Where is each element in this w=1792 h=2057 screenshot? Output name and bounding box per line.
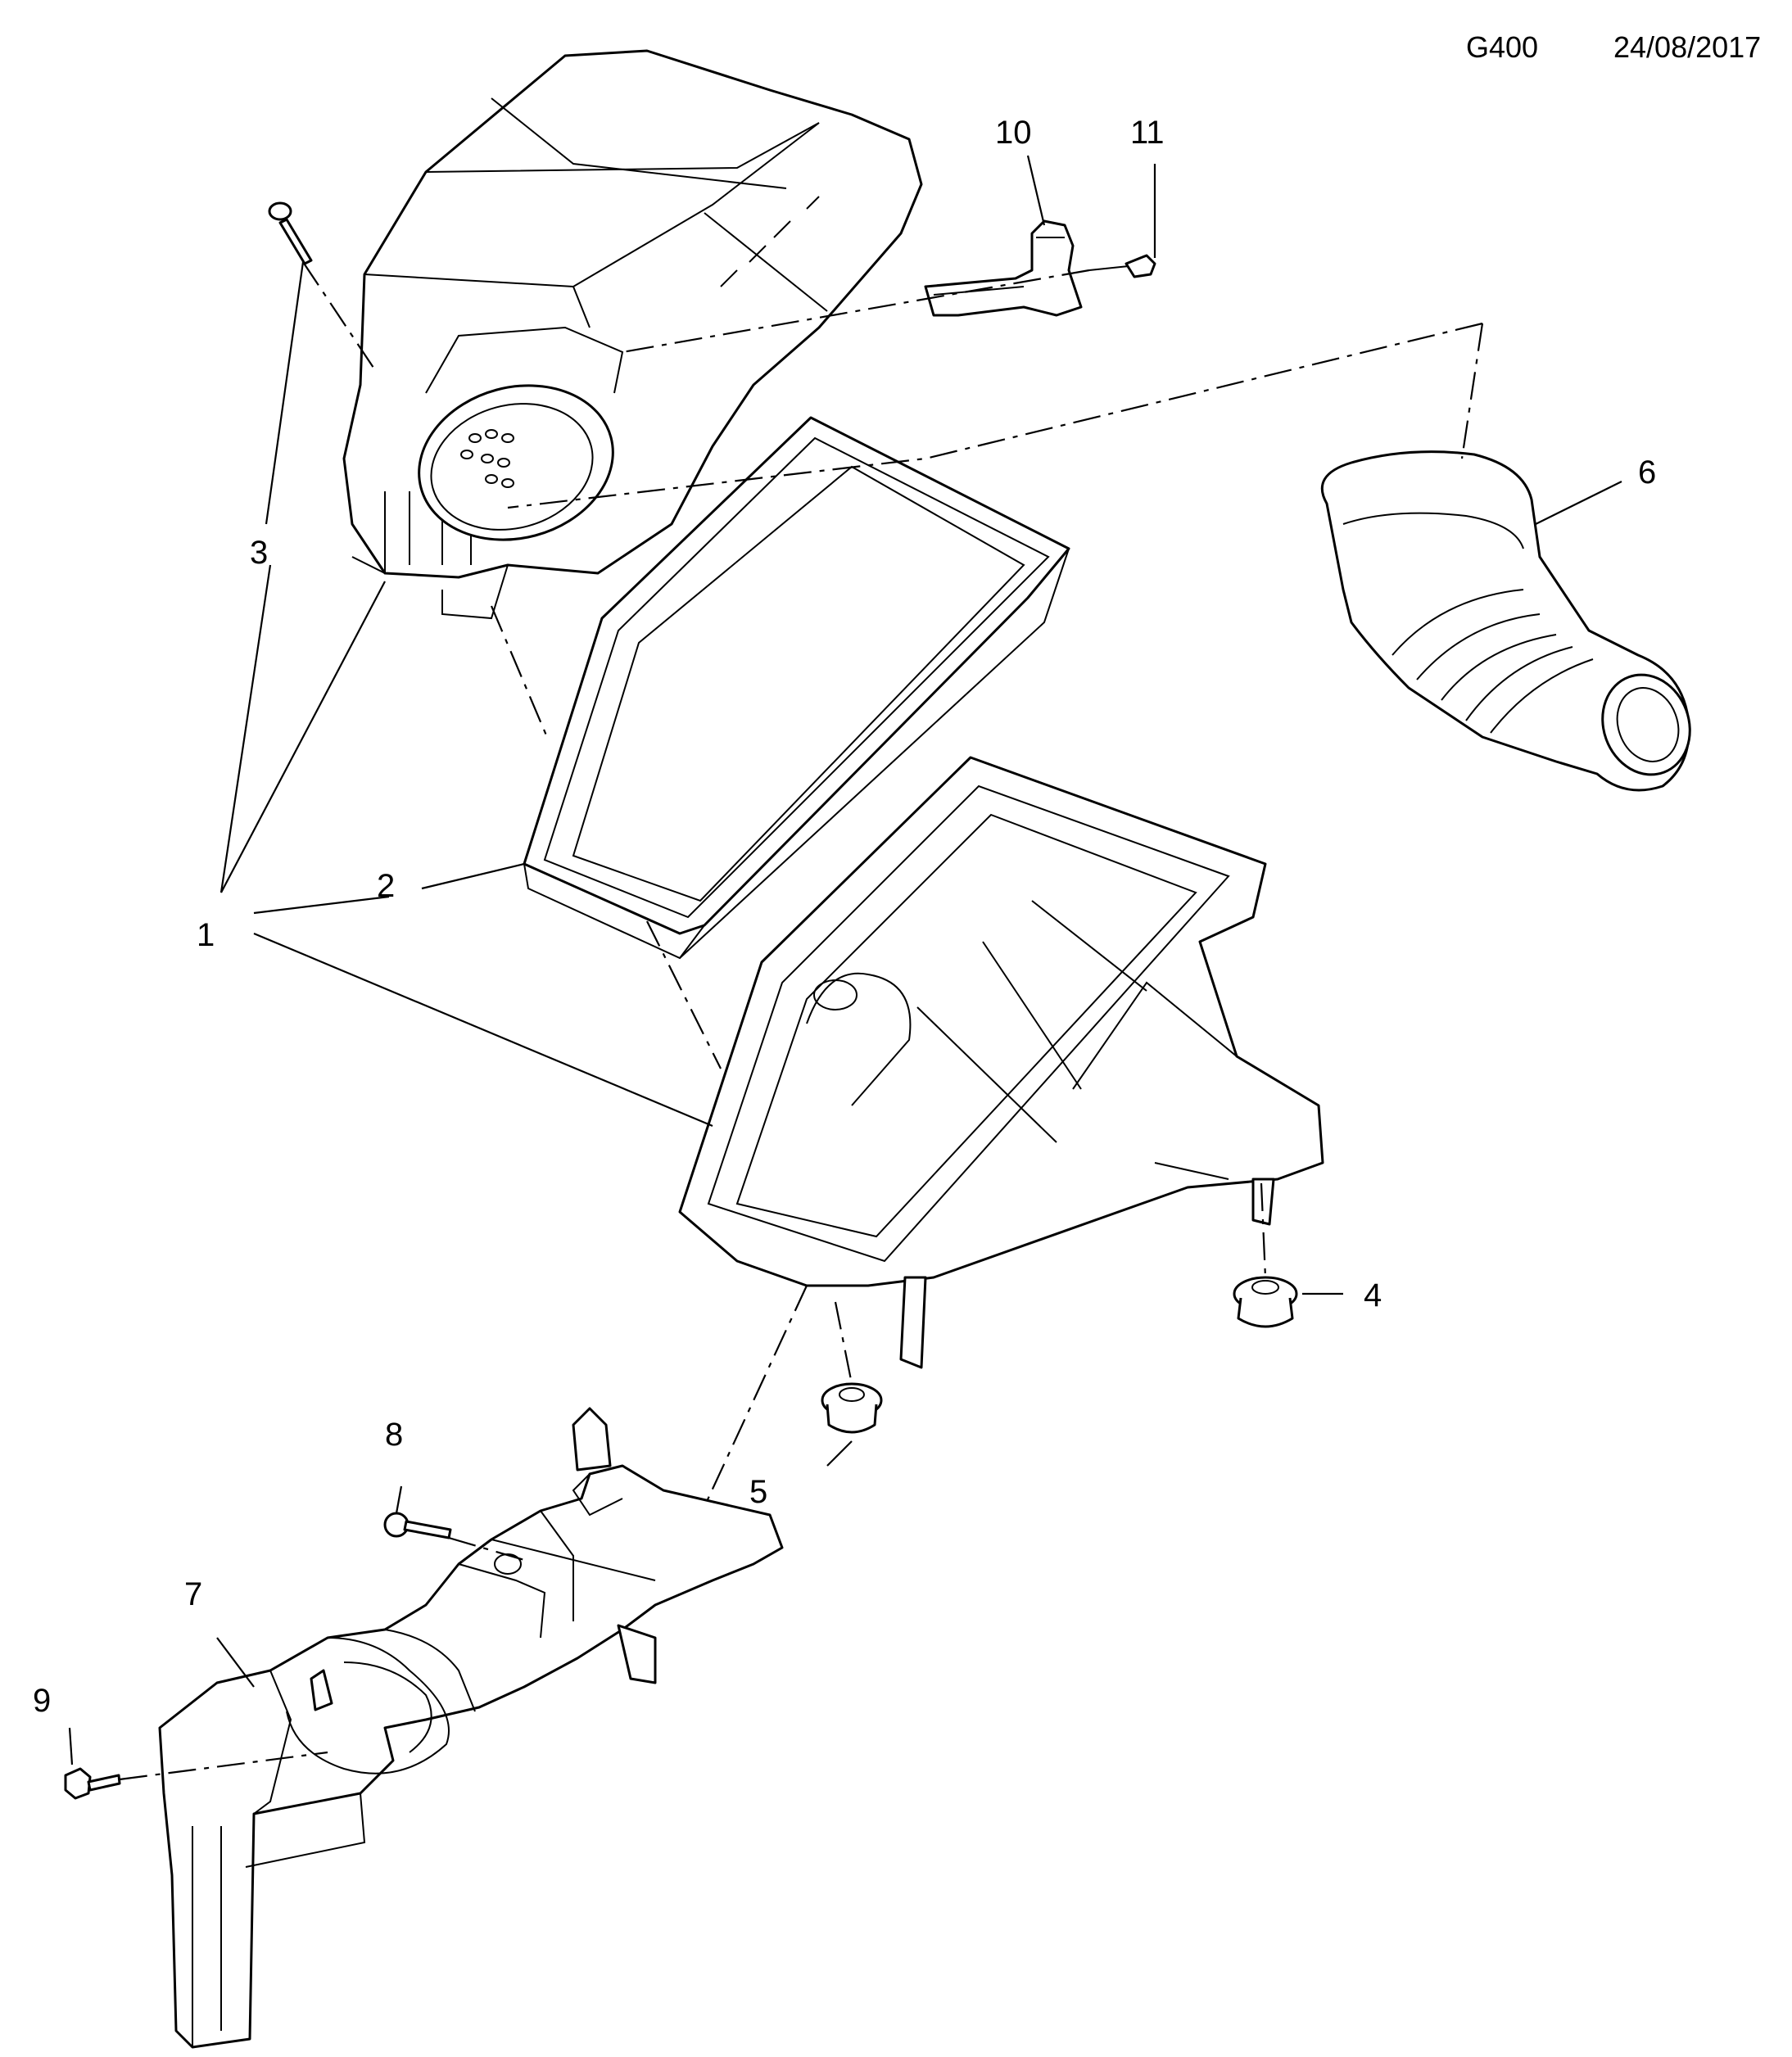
callout-10: 10 — [995, 115, 1032, 151]
bolt-9 — [64, 1767, 121, 1800]
diagram-date: 24/08/2017 — [1613, 30, 1761, 64]
air-mass-sensor — [924, 219, 1083, 317]
callout-labels: 1 2 3 4 5 6 7 8 9 10 11 — [33, 115, 1656, 1719]
bolt-8 — [383, 1512, 452, 1539]
callout-4: 4 — [1364, 1277, 1382, 1313]
callout-8: 8 — [385, 1417, 403, 1453]
grommet-4 — [1233, 1276, 1298, 1328]
callout-9: 9 — [33, 1683, 51, 1719]
callout-1: 1 — [197, 917, 215, 953]
callout-3: 3 — [250, 535, 268, 571]
diagram-code: G400 — [1466, 30, 1538, 64]
callout-2: 2 — [377, 868, 395, 904]
callout-6: 6 — [1638, 454, 1656, 491]
leader-lines — [68, 155, 1622, 1765]
grommet-5 — [821, 1382, 883, 1434]
air-filter-element — [523, 416, 1070, 960]
callout-5: 5 — [749, 1474, 767, 1510]
callout-11: 11 — [1130, 115, 1165, 151]
air-cleaner-lower-housing — [678, 756, 1324, 1369]
assembly-lines — [119, 261, 1484, 1781]
callout-7: 7 — [184, 1576, 202, 1612]
air-inlet-duct — [158, 1407, 784, 2049]
intake-duct-hose — [1320, 450, 1691, 792]
screw-11 — [1088, 254, 1156, 278]
screw-3 — [268, 201, 313, 265]
